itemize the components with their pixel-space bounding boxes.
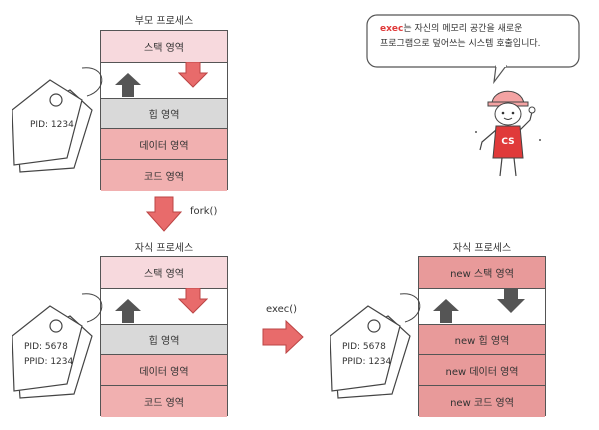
exec-keyword: exec [380, 24, 404, 34]
parent-heap-segment: 힙 영역 [101, 99, 227, 129]
parent-code-segment: 코드 영역 [101, 160, 227, 191]
speech-bubble-line-1: exec는 자신의 메모리 공간을 새로운 [380, 24, 523, 34]
speech-bubble-icon [366, 14, 580, 84]
cs-character-icon: CS [475, 90, 541, 177]
child-process-title: 자식 프로세스 [134, 243, 194, 254]
exec-child-ppid-label: PPID: 1234 [342, 357, 392, 367]
child-stack-segment: 스택 영역 [101, 257, 227, 289]
child-stack-down-arrow-icon [178, 288, 208, 314]
child-pid-tag-icon [12, 293, 103, 399]
parent-pid-tag-icon [12, 67, 103, 173]
exec-child-new-stack-segment: new 스택 영역 [419, 257, 545, 289]
exec-child-new-data-segment: new 데이터 영역 [419, 355, 545, 386]
child-memory-block: 스택 영역 힙 영역 데이터 영역 코드 영역 [100, 256, 228, 417]
child-ppid-label: PPID: 1234 [24, 357, 74, 367]
speech-bubble-text: exec는 자신의 메모리 공간을 새로운 프로그램으로 덮어쓰는 시스템 호출… [380, 22, 570, 52]
exec-child-heap-up-arrow-icon [433, 299, 459, 323]
parent-stack-down-arrow-icon [178, 62, 208, 88]
exec-label: exec() [266, 304, 298, 315]
parent-memory-block: 스택 영역 힙 영역 데이터 영역 코드 영역 [100, 30, 228, 191]
parent-stack-segment: 스택 영역 [101, 31, 227, 63]
child-code-segment: 코드 영역 [101, 386, 227, 417]
exec-child-new-code-segment: new 코드 영역 [419, 386, 545, 417]
exec-child-pid-tag-icon [330, 293, 421, 399]
parent-pid-label: PID: 1234 [30, 120, 74, 130]
svg-text:CS: CS [501, 137, 514, 147]
exec-child-new-heap-segment: new 힙 영역 [419, 325, 545, 355]
parent-heap-up-arrow-icon [115, 73, 141, 97]
exec-child-stack-down-arrow-icon [497, 288, 525, 313]
exec-right-arrow-icon [262, 320, 304, 354]
parent-process-title: 부모 프로세스 [134, 16, 194, 27]
fork-label: fork() [190, 206, 218, 217]
parent-data-segment: 데이터 영역 [101, 129, 227, 160]
child-data-segment: 데이터 영역 [101, 355, 227, 386]
exec-child-pid-label: PID: 5678 [342, 342, 386, 352]
exec-child-memory-block: new 스택 영역 new 힙 영역 new 데이터 영역 new 코드 영역 [418, 256, 546, 417]
child-heap-segment: 힙 영역 [101, 325, 227, 355]
child-pid-label: PID: 5678 [24, 342, 68, 352]
child-heap-up-arrow-icon [115, 299, 141, 323]
exec-child-process-title: 자식 프로세스 [452, 243, 512, 254]
speech-bubble-line-2: 프로그램으로 덮어쓰는 시스템 호출입니다. [380, 39, 541, 49]
fork-down-arrow-icon [146, 196, 182, 232]
